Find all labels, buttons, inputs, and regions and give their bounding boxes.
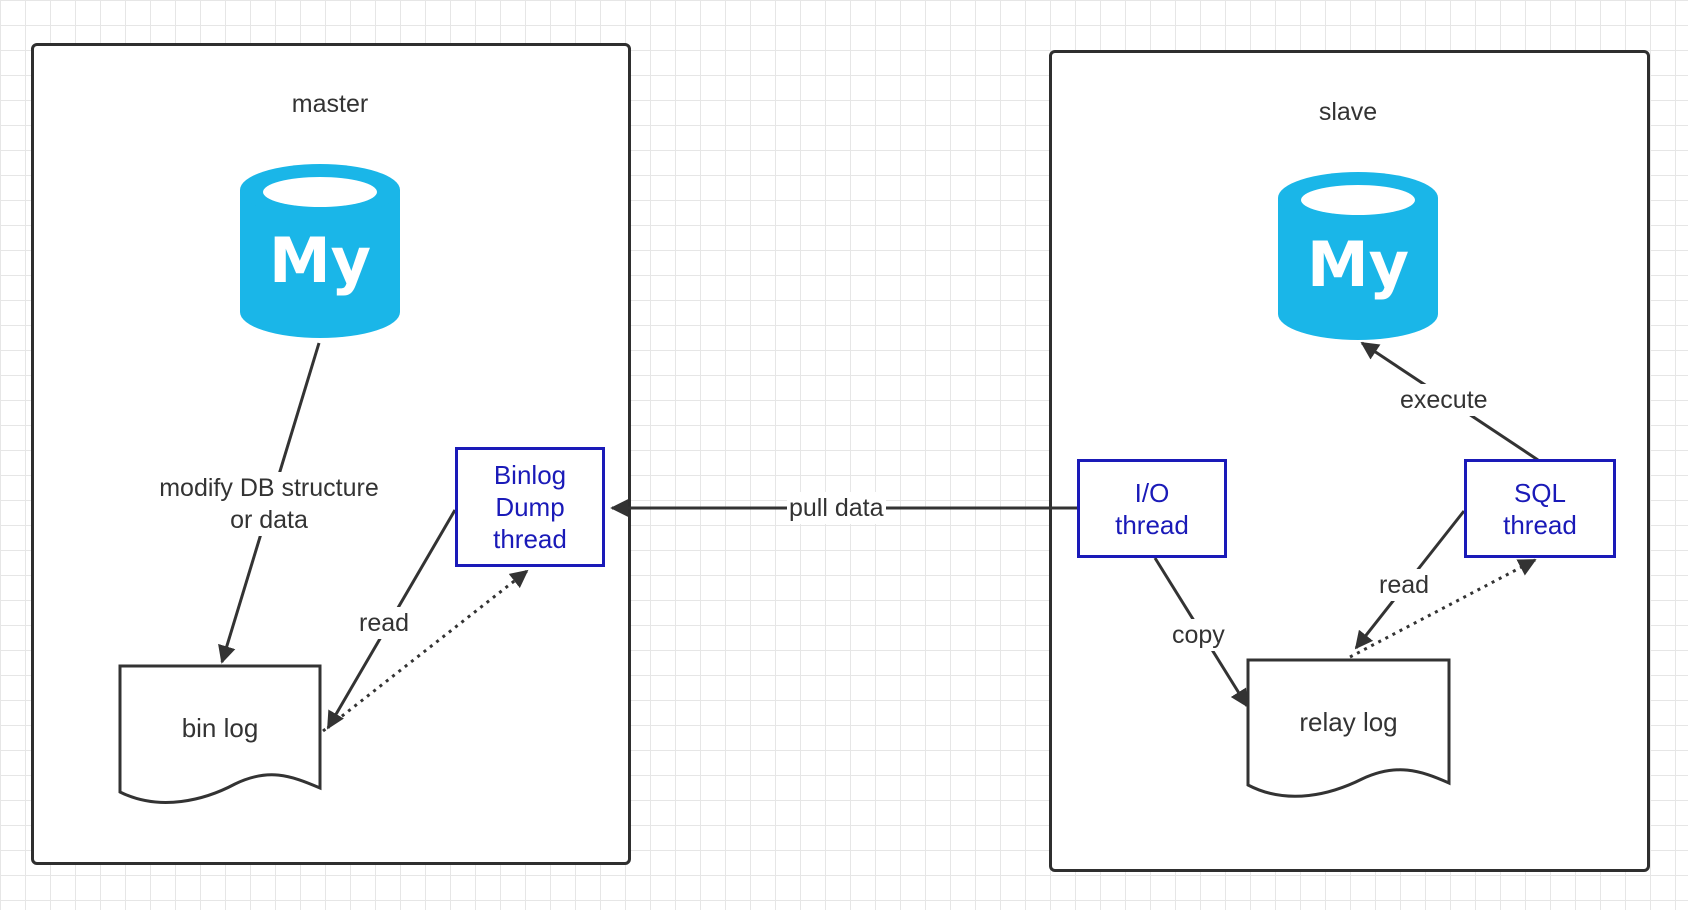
relay-log-document xyxy=(1246,658,1451,798)
edge-modify-line-2: or data xyxy=(230,506,308,534)
edge-modify-label: modify DB structure or data xyxy=(136,472,402,536)
binlog-dump-thread-box[interactable]: Binlog Dump thread xyxy=(455,447,605,567)
binlog-dump-line-2: Dump xyxy=(495,492,565,522)
relay-log-label: relay log xyxy=(1299,707,1398,737)
slave-database-icon: My xyxy=(1278,172,1438,340)
io-thread-box[interactable]: I/O thread xyxy=(1077,459,1227,558)
edge-pull-label: pull data xyxy=(787,492,886,524)
bin-log-document xyxy=(118,664,322,804)
io-thread-line-1: I/O xyxy=(1134,477,1170,508)
binlog-dump-line-3: thread xyxy=(493,524,567,554)
master-title: master xyxy=(291,90,369,118)
slave-db-logo: My xyxy=(1307,228,1409,301)
edge-execute-label: execute xyxy=(1398,384,1490,416)
edge-modify-line-1: modify DB structure xyxy=(159,474,379,502)
sql-thread-box[interactable]: SQL thread xyxy=(1464,459,1616,558)
edge-master-dotted-arrow xyxy=(322,569,529,733)
edge-slave-dotted-arrow xyxy=(1349,558,1537,659)
master-db-logo: My xyxy=(269,224,371,297)
io-thread-line-2: thread xyxy=(1115,509,1189,540)
sql-thread-line-2: thread xyxy=(1503,509,1577,540)
bin-log-label: bin log xyxy=(181,713,259,743)
binlog-dump-line-1: Binlog xyxy=(493,460,567,490)
sql-thread-line-1: SQL xyxy=(1513,477,1566,508)
edge-copy-label: copy xyxy=(1170,619,1227,651)
edge-master-read-label: read xyxy=(357,607,412,639)
master-database-icon: My xyxy=(240,164,400,338)
slave-title: slave xyxy=(1318,98,1378,126)
edge-slave-read-label: read xyxy=(1377,569,1432,601)
